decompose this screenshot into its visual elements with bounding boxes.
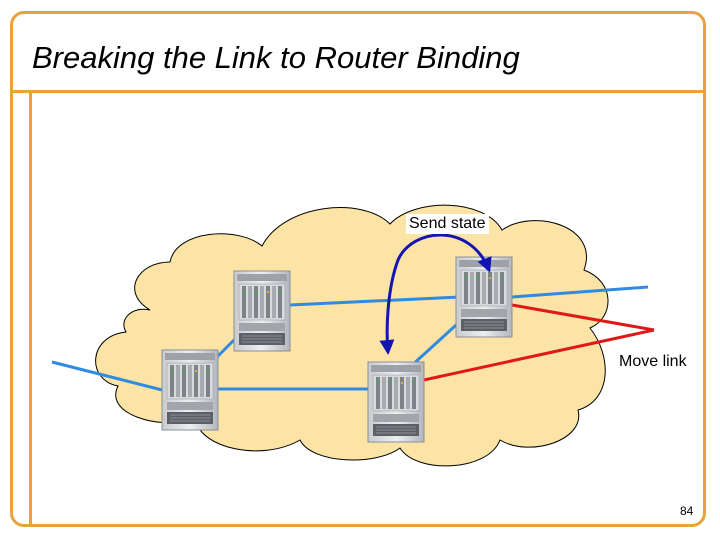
router-chassis-icon [161,349,219,431]
router-upper-left [233,270,291,352]
link-before-move [511,303,655,332]
router-upper-right [455,256,513,338]
move-link-label: Move link [616,352,690,372]
send-state-arrow [379,233,492,355]
router-chassis-icon [233,270,291,352]
external-link-left [51,360,171,394]
external-link-right [511,285,649,299]
page-number: 84 [680,504,694,518]
router-lower-middle [367,361,425,443]
slide-frame [10,11,706,527]
left-rule [29,93,32,524]
send-state-label: Send state [406,214,489,234]
router-chassis-icon [367,361,425,443]
router-lower-left [161,349,219,431]
slide-title: Breaking the Link to Router Binding [32,40,520,75]
link-after-move [409,328,655,385]
title-divider [12,90,704,93]
router-chassis-icon [455,256,513,338]
